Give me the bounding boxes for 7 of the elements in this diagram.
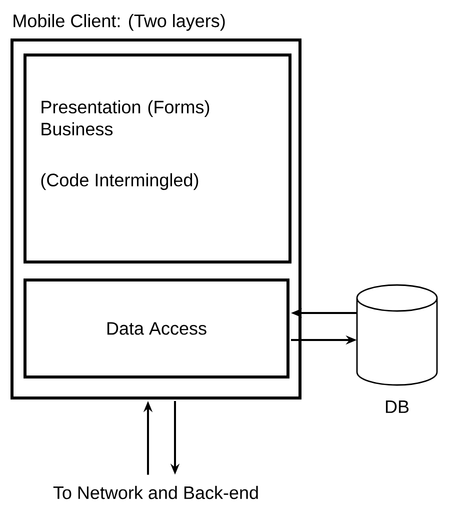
box-text: Presentation (Forms) Business <box>42 100 210 136</box>
box-heading: Mobile Client: (Two layers) <box>14 14 225 31</box>
cylinder <box>356 284 438 386</box>
box-text: (Code Intermingled) <box>41 173 198 190</box>
cylinder-label: DB <box>386 400 409 413</box>
box-text: Data Access <box>107 322 206 335</box>
caption-text: To Network and Back-end <box>53 486 258 500</box>
